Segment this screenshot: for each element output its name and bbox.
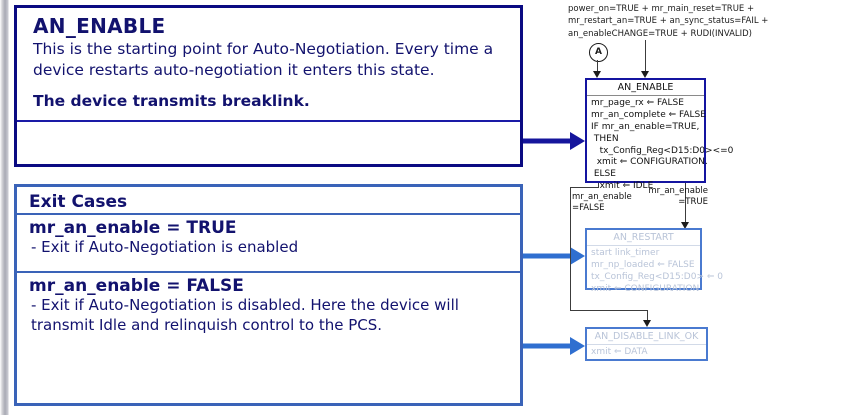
state-actions-an-enable: mr_page_rx ⇐ FALSE mr_an_complete ⇐ FALS… [587, 96, 734, 195]
arrowhead-down-icon [593, 71, 601, 78]
transition-label-line1: mr_an_enable [572, 192, 632, 202]
exit-cases-divider-2 [17, 271, 520, 273]
exit-case-true-title: mr_an_enable = TRUE [29, 218, 237, 238]
state-header-divider [587, 95, 704, 96]
exit-case-true-body: - Exit if Auto-Negotiation is enabled [31, 238, 299, 256]
state-box-an-disable-link-ok[interactable]: AN_DISABLE_LINK_OK xmit ⇐ DATA [585, 327, 708, 361]
state-actions-an-restart: start link_timer mr_np_loaded ⇐ FALSE tx… [587, 246, 723, 298]
state-action-line: mr_page_rx ⇐ FALSE [591, 98, 684, 108]
transition-line-false-bottom [570, 310, 648, 312]
state-action-line: tx_Config_Reg<D15:D0><=0 [591, 145, 734, 156]
state-action-line: mr_np_loaded ⇐ FALSE [591, 259, 695, 270]
state-header-divider [587, 344, 706, 345]
state-action-line: ELSE [591, 169, 616, 180]
state-box-an-restart[interactable]: AN_RESTART start link_timer mr_np_loaded… [585, 228, 723, 294]
exit-case-false-title: mr_an_enable = FALSE [29, 276, 244, 296]
transition-line-false-vert [570, 187, 572, 311]
exit-case-true: mr_an_enable = TRUE - Exit if Auto-Negot… [17, 218, 520, 258]
exit-cases-header: Exit Cases [29, 192, 128, 212]
entry-condition-text: power_on=TRUE + mr_main_reset=TRUE + mr_… [568, 4, 769, 39]
state-name-an-enable: AN_ENABLE [617, 82, 674, 93]
transition-line-false-stub [598, 183, 600, 188]
transition-line-true [685, 183, 687, 227]
state-action-line: start link_timer [591, 248, 660, 258]
transition-label-line2: =TRUE [678, 197, 708, 208]
connector-arrow-an-restart [523, 247, 585, 265]
state-actions-an-disable-link-ok: xmit ⇐ DATA [587, 345, 706, 361]
transition-label-false: mr_an_enable =FALSE [572, 192, 652, 214]
state-action-line: xmit ⇐ IDLE [591, 181, 654, 192]
state-action-line: xmit ⇐ CONFIGURATION [591, 283, 700, 294]
state-action-line: mr_an_complete ⇐ FALSE [591, 109, 706, 120]
state-name-an-disable-link-ok: AN_DISABLE_LINK_OK [594, 331, 699, 342]
connector-arrow-an-disable-link-ok [523, 337, 585, 355]
state-action-line: xmit ⇐ CONFIGURATION. [591, 157, 708, 168]
arrowhead-down-icon [641, 71, 649, 78]
entry-line-condition [645, 40, 647, 76]
arrow-head-icon [570, 247, 585, 265]
state-name-an-restart: AN_RESTART [613, 232, 674, 243]
arrow-shaft [523, 138, 570, 144]
exit-cases-card: Exit Cases mr_an_enable = TRUE - Exit if… [14, 184, 523, 406]
state-box-an-enable[interactable]: AN_ENABLE mr_page_rx ⇐ FALSE mr_an_compl… [585, 78, 733, 191]
arrow-head-icon [570, 132, 585, 150]
exit-case-false: mr_an_enable = FALSE - Exit if Auto-Nego… [17, 276, 520, 336]
page-title: AN_ENABLE [33, 14, 166, 38]
slide-edge-strip [0, 0, 9, 415]
an-enable-card-top-section: AN_ENABLE This is the starting point for… [17, 8, 520, 81]
arrowhead-down-icon [643, 320, 651, 327]
transition-line-false-drop [647, 310, 649, 324]
state-action-line: IF mr_an_enable=TRUE, [591, 121, 700, 132]
an-enable-card-bottom-section: The device transmits breaklink. [17, 81, 520, 110]
an-enable-description-text: This is the starting point for Auto-Nego… [33, 40, 494, 80]
state-header-divider [587, 245, 700, 246]
transition-line-false-top [570, 187, 599, 189]
arrow-shaft [523, 343, 570, 349]
exit-case-false-body: - Exit if Auto-Negotiation is disabled. … [31, 296, 459, 334]
an-enable-footer-text: The device transmits breaklink. [33, 92, 310, 111]
state-action-line: THEN [591, 133, 619, 144]
arrow-head-icon [570, 337, 585, 355]
transition-label-line1: mr_an_enable [648, 186, 708, 196]
card-divider [17, 120, 520, 122]
transition-label-true: mr_an_enable =TRUE [628, 186, 708, 208]
exit-cases-divider-1 [17, 213, 520, 215]
connector-A-icon: A [589, 43, 608, 62]
an-enable-description-card: AN_ENABLE This is the starting point for… [14, 5, 523, 167]
arrowhead-down-icon [681, 222, 689, 229]
entry-line-a [597, 60, 599, 76]
state-action-line: xmit ⇐ DATA [591, 347, 648, 357]
transition-label-line2: =FALSE [572, 203, 605, 214]
arrow-shaft [523, 253, 570, 259]
state-action-line: tx_Config_Reg<D15:D0> ⇐ 0 [591, 271, 723, 282]
connector-arrow-an-enable [523, 132, 585, 150]
